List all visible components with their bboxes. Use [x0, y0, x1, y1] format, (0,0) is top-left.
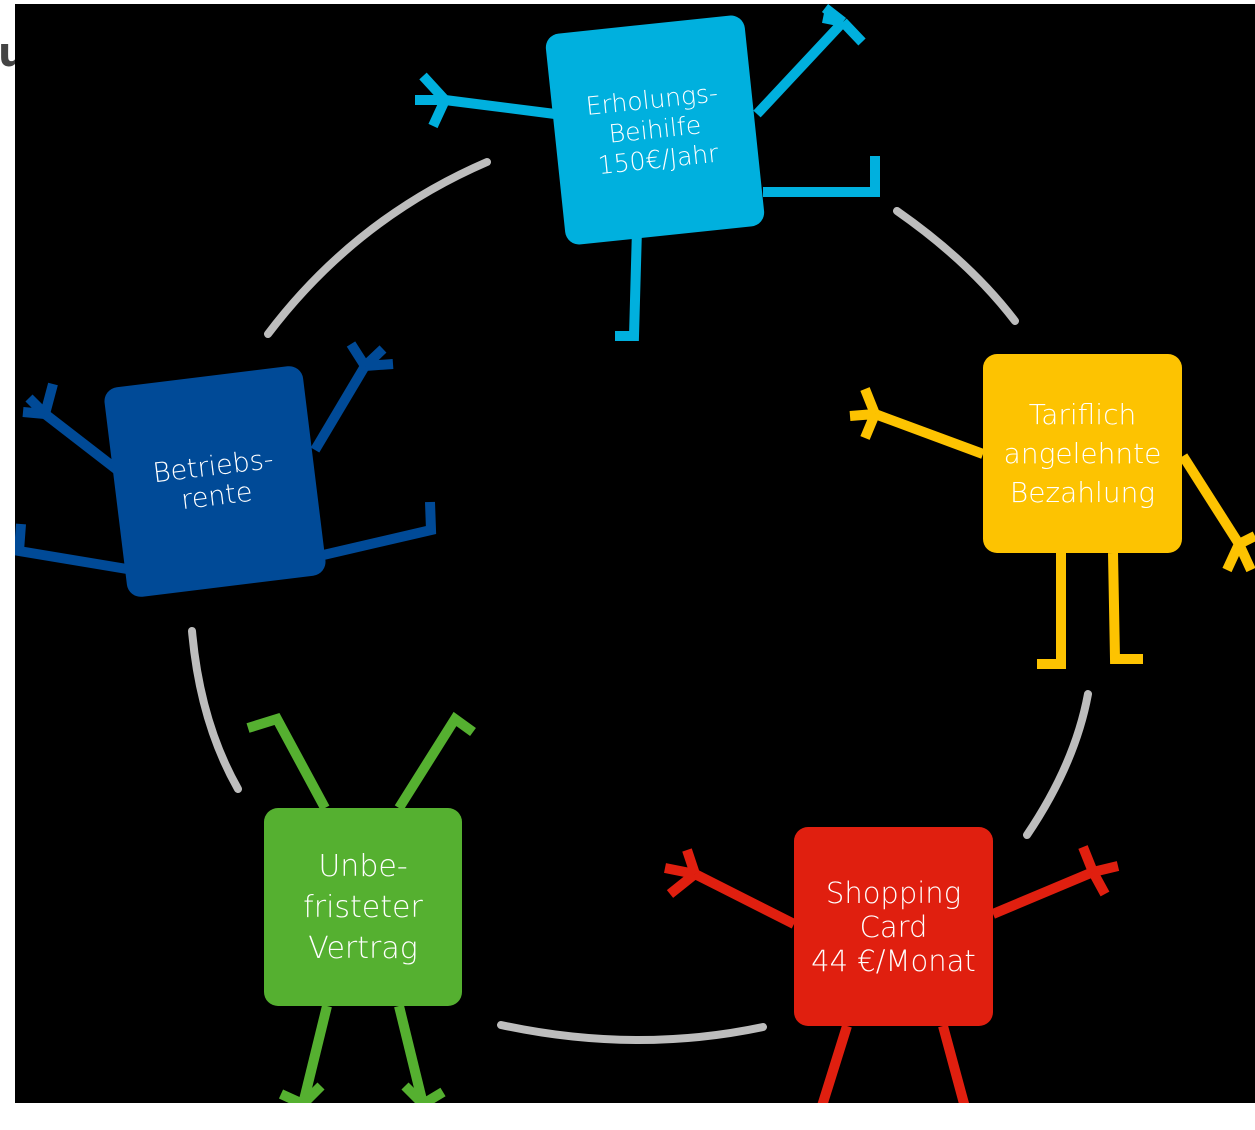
figure-unbefristet-limbs [246, 711, 476, 1103]
betriebsrente-card: Betriebs- rente [102, 364, 328, 599]
connector-arc-tariflich-shopping [1023, 690, 1092, 839]
benefits-diagram: Erholungs- Beihilfe 150€/Jahr Tariflich … [15, 4, 1255, 1103]
figure-shopping-limbs [664, 845, 1120, 1103]
tariflich-line-1: Tariflich [1028, 398, 1137, 431]
unbefristet-line-1: Unbe- [318, 848, 408, 884]
figure-tariflich-limbs [849, 387, 1255, 669]
tariflich-bezahlung-card: Tariflich angelehnte Bezahlung [983, 354, 1182, 553]
unbefristeter-vertrag-card: Unbe- fristeter Vertrag [264, 808, 462, 1006]
shopping-line-3: 44 €/Monat [811, 943, 976, 978]
connector-arc-betriebsrente-erholung [264, 158, 491, 338]
unbefristet-line-2: fristeter [303, 889, 423, 925]
connector-arc-erholung-tariflich [893, 207, 1019, 325]
unbefristet-line-3: Vertrag [308, 930, 418, 966]
cycle-connectors [188, 158, 1092, 1045]
figure-erholung-limbs [415, 4, 880, 341]
shopping-card-card: Shopping Card 44 €/Monat [794, 827, 993, 1026]
connector-arc-unbefristet-betriebsrente [188, 627, 242, 793]
shopping-line-2: Card [859, 909, 928, 944]
tariflich-line-3: Bezahlung [1009, 476, 1156, 509]
tariflich-line-2: angelehnte [1003, 437, 1162, 470]
erholungs-beihilfe-card: Erholungs- Beihilfe 150€/Jahr [544, 14, 766, 246]
diagram-graphics [15, 4, 1255, 1103]
figure-betriebsrente-limbs [15, 341, 437, 574]
betriebsrente-line-2: rente [179, 476, 255, 516]
shopping-line-1: Shopping [825, 875, 962, 910]
connector-arc-shopping-unbefristet [497, 1021, 767, 1045]
